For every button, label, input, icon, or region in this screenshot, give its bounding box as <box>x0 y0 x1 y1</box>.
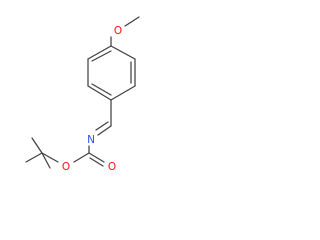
structure-diagram: O N O O <box>25 16 140 173</box>
carbonyl-oxygen-label: O <box>108 161 116 173</box>
bond-ester-oxygen-tbutyl <box>41 152 59 163</box>
bond-carbonyl-double-b <box>89 157 104 167</box>
bond-tbutyl-methyl-down <box>41 152 51 169</box>
bond-methyl-oxygen <box>124 16 140 27</box>
ring-bond-1 <box>110 45 136 60</box>
bond-carbonyl-ester-oxygen <box>73 152 90 163</box>
imine-nitrogen-label: N <box>87 134 95 146</box>
ring-double-bond-lower <box>91 83 112 96</box>
ester-oxygen-label: O <box>62 161 70 173</box>
bond-tbutyl-methyl-left <box>25 152 43 163</box>
methoxy-oxygen-label: O <box>114 25 122 37</box>
ring-bond-4 <box>87 85 112 101</box>
bond-imine-double-a <box>97 125 112 136</box>
ring-double-bond-upper <box>91 50 112 62</box>
ring-bond-6 <box>87 45 112 60</box>
bond-imine-double-b <box>95 121 109 131</box>
ring-bond-3 <box>110 85 136 101</box>
bond-tbutyl-methyl-up <box>31 137 43 154</box>
bond-carbonyl-double-a <box>88 152 105 163</box>
